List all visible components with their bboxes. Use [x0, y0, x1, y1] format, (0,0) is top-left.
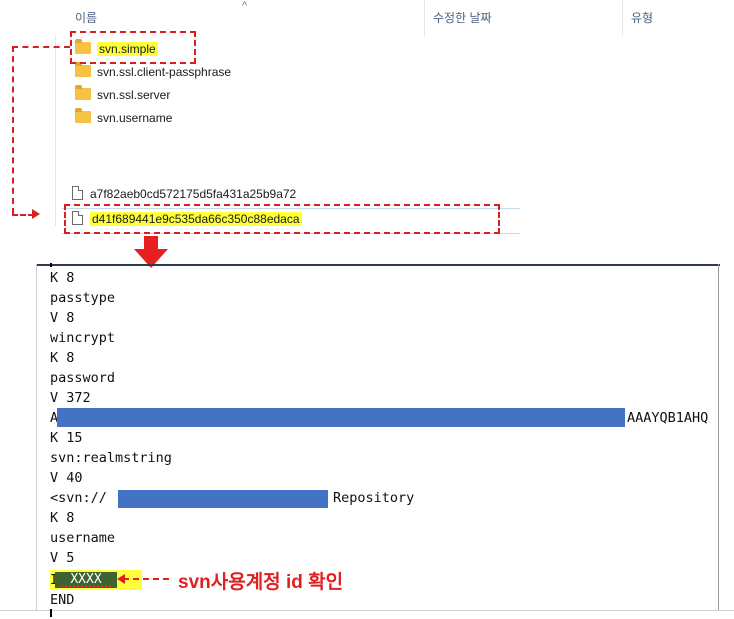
connector-line — [12, 46, 70, 48]
username-value[interactable]: XXXX — [55, 572, 117, 588]
code-line[interactable]: K 8 — [50, 350, 75, 366]
code-line[interactable]: K 8 — [50, 510, 75, 526]
code-line[interactable]: V 372 — [50, 390, 91, 406]
arrow-right-icon — [32, 209, 40, 219]
folder-item-svn-ssl-client-passphrase[interactable]: svn.ssl.client-passphrase — [75, 61, 231, 83]
column-header: 이름 ^ 수정한 날짜 유형 — [55, 0, 734, 36]
code-line[interactable]: svn:realmstring — [50, 450, 172, 466]
folder-label: svn.username — [97, 111, 173, 125]
folder-icon — [75, 39, 91, 54]
folder-icon — [75, 85, 91, 100]
column-type[interactable]: 유형 — [631, 11, 654, 25]
code-line[interactable]: K 15 — [50, 430, 83, 446]
highlight-box-file — [64, 204, 500, 234]
redacted-password — [57, 408, 625, 427]
password-tail: AAAYQB1AHQ — [627, 410, 709, 426]
realm-suffix: Repository — [333, 490, 415, 506]
code-line[interactable]: V 40 — [50, 470, 83, 486]
column-name[interactable]: 이름 — [75, 11, 98, 25]
arrow-left-icon — [117, 574, 125, 584]
file-icon — [72, 211, 83, 225]
code-line-password[interactable]: A — [50, 410, 59, 426]
editor-left-border — [36, 264, 37, 610]
editor-bottom-border — [0, 610, 734, 611]
folder-label: svn.ssl.client-passphrase — [97, 65, 232, 79]
redacted-realm — [118, 490, 328, 508]
file-item[interactable]: a7f82aeb0cd572175d5fa431a25b9a72 — [72, 183, 296, 205]
connector-line — [12, 214, 34, 216]
code-line[interactable]: password — [50, 370, 116, 386]
column-date[interactable]: 수정한 날짜 — [433, 11, 492, 25]
annotation-label: svn사용계정 id 확인 — [178, 572, 344, 593]
code-line[interactable]: wincrypt — [50, 330, 116, 346]
text-cursor — [50, 263, 52, 267]
code-line[interactable]: V 8 — [50, 310, 75, 326]
annotation-line — [123, 578, 169, 580]
code-line[interactable]: V 5 — [50, 550, 75, 566]
column-divider[interactable] — [424, 0, 425, 36]
folder-label: svn.ssl.server — [97, 88, 171, 102]
file-label: a7f82aeb0cd572175d5fa431a25b9a72 — [90, 187, 297, 201]
file-item-selected[interactable]: d41f689441e9c535da66c350c88edaca — [72, 208, 302, 230]
editor-right-border — [718, 264, 719, 610]
column-divider[interactable] — [622, 0, 623, 36]
code-line-realm[interactable]: <svn:// — [50, 490, 107, 506]
file-label: d41f689441e9c535da66c350c88edaca — [90, 212, 302, 226]
connector-line — [12, 46, 14, 214]
folder-item-svn-username[interactable]: svn.username — [75, 107, 172, 129]
file-icon — [72, 186, 83, 200]
highlight-box-svn-simple — [70, 31, 196, 64]
navigation-pane-divider — [55, 36, 56, 226]
code-line[interactable]: END — [50, 592, 75, 608]
folder-item-svn-simple[interactable]: svn.simple — [75, 38, 158, 60]
sort-up-icon: ^ — [242, 0, 248, 12]
folder-icon — [75, 108, 91, 123]
username-prefix: I — [50, 570, 58, 590]
code-line[interactable]: passtype — [50, 290, 116, 306]
text-cursor — [50, 609, 52, 617]
folder-item-svn-ssl-server[interactable]: svn.ssl.server — [75, 84, 170, 106]
code-line[interactable]: K 8 — [50, 270, 75, 286]
editor-top-border — [36, 264, 720, 266]
folder-icon — [75, 62, 91, 77]
folder-label: svn.simple — [97, 42, 158, 56]
code-line[interactable]: username — [50, 530, 116, 546]
selection-border — [62, 208, 520, 209]
arrow-down-icon — [134, 236, 168, 268]
